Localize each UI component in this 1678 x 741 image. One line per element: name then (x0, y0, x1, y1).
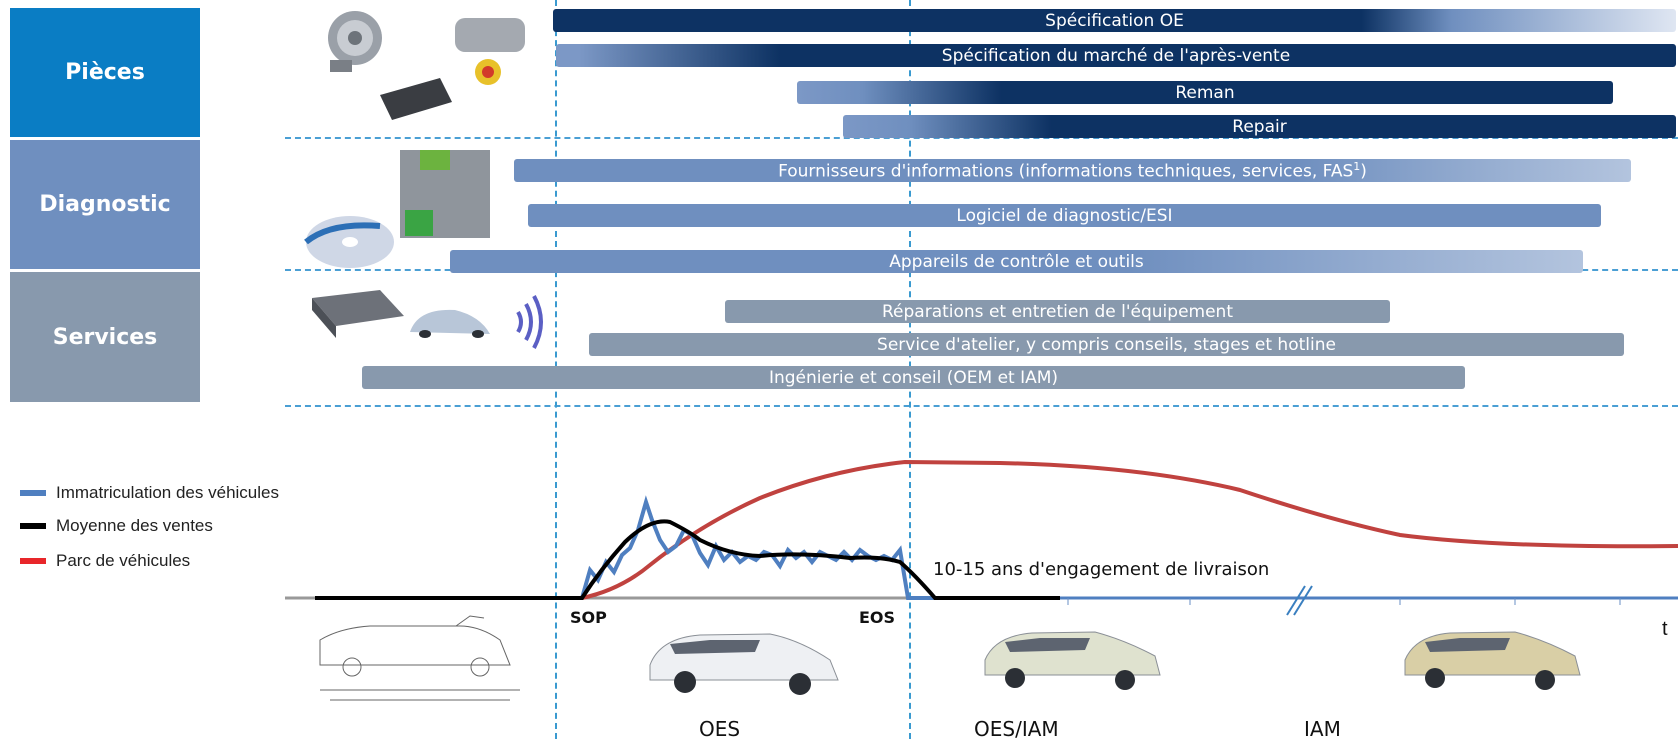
bar-aftermarket-spec-label: Spécification du marché de l'après-vente (941, 45, 1291, 66)
bar-diag-software-label: Logiciel de diagnostic/ESI (956, 205, 1173, 226)
technical-drawing-image (319, 615, 520, 701)
module-image (380, 78, 452, 120)
eos-label: EOS (859, 608, 896, 627)
bar-oe-spec: Spécification OE (553, 9, 1676, 32)
car-oes-image (649, 633, 839, 695)
legend-registration: Immatriculation des véhicules (20, 482, 279, 504)
bar-workshop-service: Service d'atelier, y compris conseils, s… (589, 333, 1624, 356)
category-services-label: Services (52, 324, 158, 350)
legend-sales-average: Moyenne des ventes (20, 515, 213, 537)
phase-iam-label: IAM (1304, 717, 1341, 741)
category-services: Services (10, 272, 200, 402)
bar-equipment-repair-label: Réparations et entretien de l'équipement (882, 301, 1233, 322)
control-unit-image (312, 290, 404, 338)
legend-fleet-swatch (20, 558, 46, 564)
fleet-line (581, 459, 1678, 600)
bar-engineering: Ingénierie et conseil (OEM et IAM) (362, 366, 1465, 389)
cd-image (304, 216, 394, 268)
phase-oes-label: OES (699, 717, 741, 741)
legend-fleet: Parc de véhicules (20, 550, 190, 572)
sop-label: SOP (570, 608, 607, 627)
separator-services-chart (285, 405, 1678, 407)
car-oes-iam-image (984, 631, 1161, 690)
starter-image (455, 18, 525, 85)
legend-sales-average-label: Moyenne des ventes (56, 516, 213, 535)
axis-ticks (1067, 598, 1621, 605)
bar-engineering-label: Ingénierie et conseil (OEM et IAM) (768, 367, 1059, 388)
t-axis-label: t (1662, 618, 1668, 640)
phase-oes-iam-label: OES/IAM (974, 717, 1059, 741)
axis-break (1286, 585, 1313, 616)
wireless-signal-icon (516, 295, 543, 349)
car-image (410, 309, 490, 338)
alternator-image (328, 11, 382, 72)
car-iam-image (1404, 631, 1581, 690)
category-diagnostic-label: Diagnostic (39, 192, 171, 217)
bar-reman-label: Reman (1175, 82, 1235, 103)
bar-repair: Repair (843, 115, 1676, 138)
bar-info-suppliers: Fournisseurs d'informations (information… (514, 159, 1631, 182)
bar-aftermarket-spec: Spécification du marché de l'après-vente (556, 44, 1676, 67)
legend-registration-swatch (20, 490, 46, 496)
bar-diag-software: Logiciel de diagnostic/ESI (528, 204, 1601, 227)
registration-line (580, 495, 940, 600)
category-parts: Pièces (10, 8, 200, 137)
bar-info-suppliers-close: ) (1360, 161, 1367, 182)
bar-reman: Reman (797, 81, 1613, 104)
category-diagnostic: Diagnostic (10, 140, 200, 269)
footnote-marker: 1 (1353, 159, 1361, 173)
bar-equipment-repair: Réparations et entretien de l'équipement (725, 300, 1390, 323)
legend-sales-average-swatch (20, 523, 46, 529)
category-parts-label: Pièces (65, 60, 145, 85)
bar-info-suppliers-label: Fournisseurs d'informations (information… (778, 160, 1367, 182)
bar-info-suppliers-text: Fournisseurs d'informations (information… (778, 161, 1354, 182)
bar-oe-spec-label: Spécification OE (1045, 10, 1184, 31)
bar-test-equipment: Appareils de contrôle et outils (450, 250, 1583, 273)
separator-parts-diagnostic (285, 137, 1678, 139)
legend-fleet-label: Parc de véhicules (56, 551, 191, 570)
sales-average-line (315, 519, 1060, 600)
bar-workshop-service-label: Service d'atelier, y compris conseils, s… (877, 334, 1336, 355)
bar-repair-label: Repair (1232, 116, 1287, 137)
tester-image (400, 150, 490, 238)
delivery-commitment-label: 10-15 ans d'engagement de livraison (933, 559, 1270, 580)
bar-test-equipment-label: Appareils de contrôle et outils (889, 251, 1144, 272)
legend-registration-label: Immatriculation des véhicules (56, 483, 279, 502)
